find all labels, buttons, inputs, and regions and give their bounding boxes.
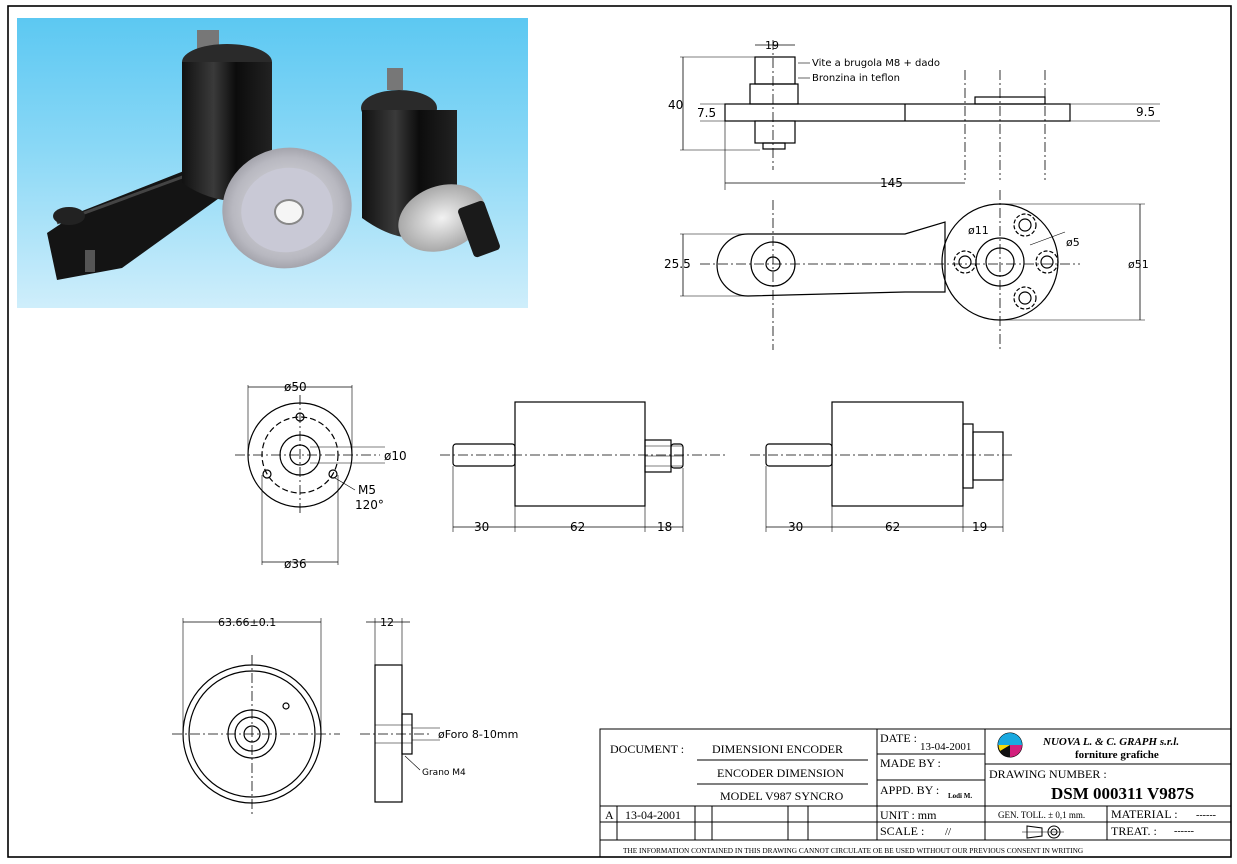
dim-wheel-width: 12	[380, 616, 394, 629]
dim-arm-top-width: 19	[765, 39, 779, 52]
note-grub-screw: Grano M4	[422, 768, 466, 778]
material-label: MATERIAL :	[1111, 807, 1178, 821]
dim-hole-d5: ø5	[1066, 236, 1080, 249]
dim-arm-width: 25.5	[664, 257, 691, 271]
projection-symbol-icon	[1022, 825, 1064, 839]
dim-body-len-62b: 62	[885, 520, 900, 534]
encoder-photo-illustration	[47, 30, 500, 280]
dim-height-total: 40	[668, 98, 683, 112]
dim-hub-d51: ø51	[1128, 258, 1149, 271]
encoder-front-view	[235, 385, 385, 565]
dim-shaft-d10: ø10	[384, 449, 407, 463]
general-tolerance: GEN. TOLL. ± 0,1 mm.	[998, 810, 1085, 820]
encoder-side-view-b	[750, 401, 1015, 532]
dim-arm-length: 145	[880, 176, 903, 190]
scale-value: //	[945, 826, 952, 838]
appd-by-value: Lodi M.	[948, 792, 972, 800]
drawing-number: DSM 000311 V987S	[1051, 784, 1194, 803]
dim-nut-len-19: 19	[972, 520, 987, 534]
unit-label: UNIT : mm	[880, 808, 937, 822]
wheel-front-view	[172, 618, 340, 815]
note-bushing: Bronzina in teflon	[812, 73, 900, 84]
note-screw: Vite a brugola M8 + dado	[812, 58, 940, 69]
date-value: 13-04-2001	[920, 741, 971, 753]
company-logo-icon	[997, 732, 1023, 758]
encoder-side-view-a	[440, 401, 725, 532]
revision-date: 13-04-2001	[625, 808, 681, 822]
treat-value: ------	[1174, 826, 1194, 837]
doc-title-en: ENCODER DIMENSION	[717, 766, 844, 780]
appd-by-label: APPD. BY :	[880, 783, 939, 797]
doc-title-it: DIMENSIONI ENCODER	[712, 742, 843, 756]
material-value: ------	[1196, 810, 1216, 821]
wheel-side-view	[360, 618, 440, 803]
revision-letter: A	[605, 808, 614, 822]
dim-nut-len-18: 18	[657, 520, 672, 534]
dim-hole-d11: ø11	[968, 224, 989, 237]
dim-wheel-diameter: 63.66±0.1	[218, 616, 276, 629]
dim-body-len-62a: 62	[570, 520, 585, 534]
dim-arm-end-thickness: 9.5	[1136, 105, 1155, 119]
company-name: NUOVA L. & C. GRAPH s.r.l.	[1042, 736, 1179, 748]
note-thread-m5: M5	[358, 483, 376, 497]
drawing-number-label: DRAWING NUMBER :	[989, 767, 1107, 781]
doc-model: MODEL V987 SYNCRO	[720, 789, 844, 803]
dim-shaft-len-30b: 30	[788, 520, 803, 534]
company-subtitle: forniture grafiche	[1075, 749, 1159, 761]
document-label: DOCUMENT :	[610, 742, 684, 756]
note-angle-120: 120°	[355, 498, 384, 512]
confidentiality-note: THE INFORMATION CONTAINED IN THIS DRAWIN…	[623, 846, 1084, 855]
dim-shaft-len-30a: 30	[474, 520, 489, 534]
arm-plan-view	[680, 190, 1145, 350]
made-by-label: MADE BY :	[880, 756, 941, 770]
scale-label: SCALE :	[880, 824, 924, 838]
dim-encoder-d50: ø50	[284, 380, 307, 394]
note-bore: øForo 8-10mm	[438, 728, 518, 741]
product-photo	[17, 18, 528, 308]
arm-side-view	[680, 40, 1160, 190]
date-label: DATE :	[880, 731, 917, 745]
dim-arm-thickness: 7.5	[697, 106, 716, 120]
treat-label: TREAT. :	[1111, 824, 1157, 838]
dim-bolt-circle-d36: ø36	[284, 557, 307, 571]
title-block: DOCUMENT : DIMENSIONI ENCODER ENCODER DI…	[599, 728, 1232, 858]
